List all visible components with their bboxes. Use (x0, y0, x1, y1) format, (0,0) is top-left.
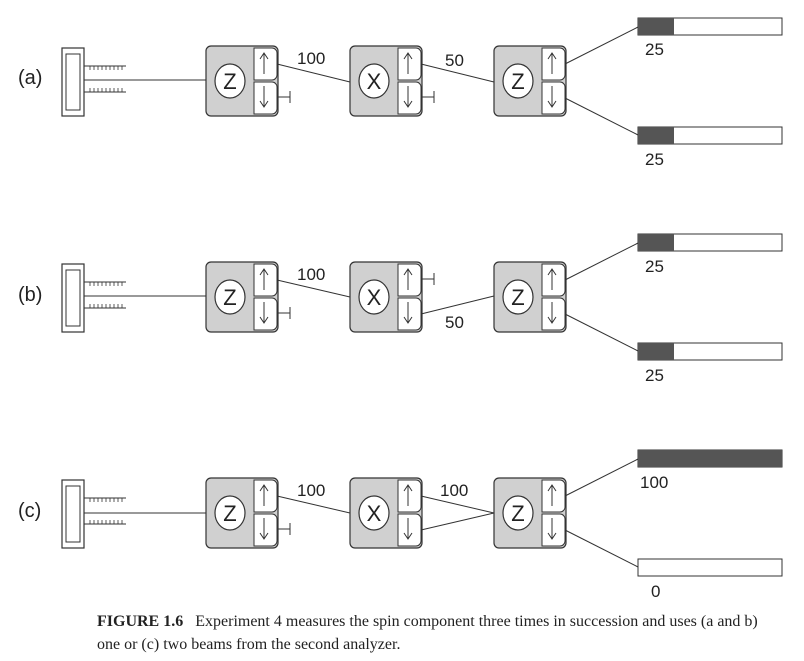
counter-upper: 25 (637, 17, 783, 59)
down-arrow-icon (259, 302, 269, 324)
beam-1-to-2 (276, 279, 351, 298)
analyzer-3: Z (493, 261, 567, 333)
down-arrow-icon (259, 518, 269, 540)
counter-fill (638, 450, 782, 467)
intensity-label: 50 (445, 51, 464, 70)
intensity-label: 50 (445, 313, 464, 332)
row-label: (a) (18, 67, 42, 89)
figure-label: FIGURE 1.6 (97, 613, 184, 630)
analyzer-axis-label: Z (511, 285, 524, 310)
counter-count: 25 (645, 150, 664, 169)
analyzer-1: Z (205, 477, 291, 549)
down-arrow-icon (259, 86, 269, 108)
intensity-label: 100 (440, 481, 468, 500)
analyzer-axis-label: X (367, 285, 382, 310)
experiment-row-a: (a) Z 100 X (18, 17, 783, 169)
down-arrow-icon (403, 518, 413, 540)
beam-to-upper-counter (564, 26, 639, 65)
up-arrow-icon (547, 52, 557, 74)
figure-caption-text: Experiment 4 measures the spin component… (97, 613, 758, 653)
experiment-row-c: (c) Z 100 X (18, 449, 783, 600)
counter-lower: 25 (637, 342, 783, 385)
counter-count: 25 (645, 257, 664, 276)
up-arrow-icon (403, 52, 413, 74)
counter-upper: 25 (637, 233, 783, 276)
analyzer-3: Z (493, 477, 567, 549)
beam-to-upper-counter (564, 458, 639, 497)
beam-stop-icon (277, 91, 291, 103)
beam-stop-icon (421, 91, 435, 103)
beam-1-to-2 (276, 495, 351, 514)
down-arrow-icon (547, 86, 557, 108)
oven-icon (61, 263, 126, 333)
oven-icon (61, 479, 126, 549)
analyzer-axis-label: X (367, 501, 382, 526)
beam-to-lower-counter (564, 529, 639, 568)
counter-count: 0 (651, 582, 660, 600)
beam-stop-icon (421, 273, 435, 285)
analyzer-2: X (349, 45, 435, 117)
analyzer-2: X (349, 477, 423, 549)
counter-count: 25 (645, 40, 664, 59)
beam-2up-to-3 (420, 495, 495, 514)
oven-icon (61, 47, 126, 117)
beam-to-lower-counter (564, 313, 639, 352)
analyzer-axis-label: X (367, 69, 382, 94)
experiment-row-b: (b) Z 100 X (18, 233, 783, 385)
beam-2-to-3 (420, 295, 495, 315)
counter-count: 100 (640, 473, 668, 492)
analyzer-2: X (349, 261, 435, 333)
counter-lower: 0 (637, 558, 783, 600)
down-arrow-icon (403, 86, 413, 108)
up-arrow-icon (403, 268, 413, 290)
beam-1-to-2 (276, 63, 351, 83)
analyzer-1: Z (205, 45, 291, 117)
analyzer-3: Z (493, 45, 567, 117)
up-arrow-icon (259, 52, 269, 74)
up-arrow-icon (403, 484, 413, 506)
intensity-label: 100 (297, 265, 325, 284)
row-label: (b) (18, 284, 42, 306)
beam-2-to-3 (420, 63, 495, 83)
down-arrow-icon (547, 518, 557, 540)
up-arrow-icon (259, 484, 269, 506)
counter-lower: 25 (637, 126, 783, 169)
row-label: (c) (18, 500, 41, 522)
beam-to-upper-counter (564, 242, 639, 281)
analyzer-axis-label: Z (223, 69, 236, 94)
beam-2down-to-3 (420, 512, 495, 531)
up-arrow-icon (259, 268, 269, 290)
beam-stop-icon (277, 307, 291, 319)
beam-to-lower-counter (564, 97, 639, 136)
intensity-label: 100 (297, 481, 325, 500)
up-arrow-icon (547, 268, 557, 290)
counter-fill (638, 234, 674, 251)
counter-fill (638, 127, 674, 144)
up-arrow-icon (547, 484, 557, 506)
beam-stop-icon (277, 523, 291, 535)
analyzer-axis-label: Z (223, 501, 236, 526)
spin-experiment-diagram: (a) Z 100 X (18, 17, 783, 600)
counter-fill (638, 343, 674, 360)
analyzer-axis-label: Z (511, 69, 524, 94)
counter-upper: 100 (637, 449, 783, 492)
counter-count: 25 (645, 366, 664, 385)
down-arrow-icon (547, 302, 557, 324)
intensity-label: 100 (297, 49, 325, 68)
down-arrow-icon (403, 302, 413, 324)
analyzer-axis-label: Z (223, 285, 236, 310)
counter-fill (638, 18, 674, 35)
analyzer-axis-label: Z (511, 501, 524, 526)
analyzer-1: Z (205, 261, 291, 333)
